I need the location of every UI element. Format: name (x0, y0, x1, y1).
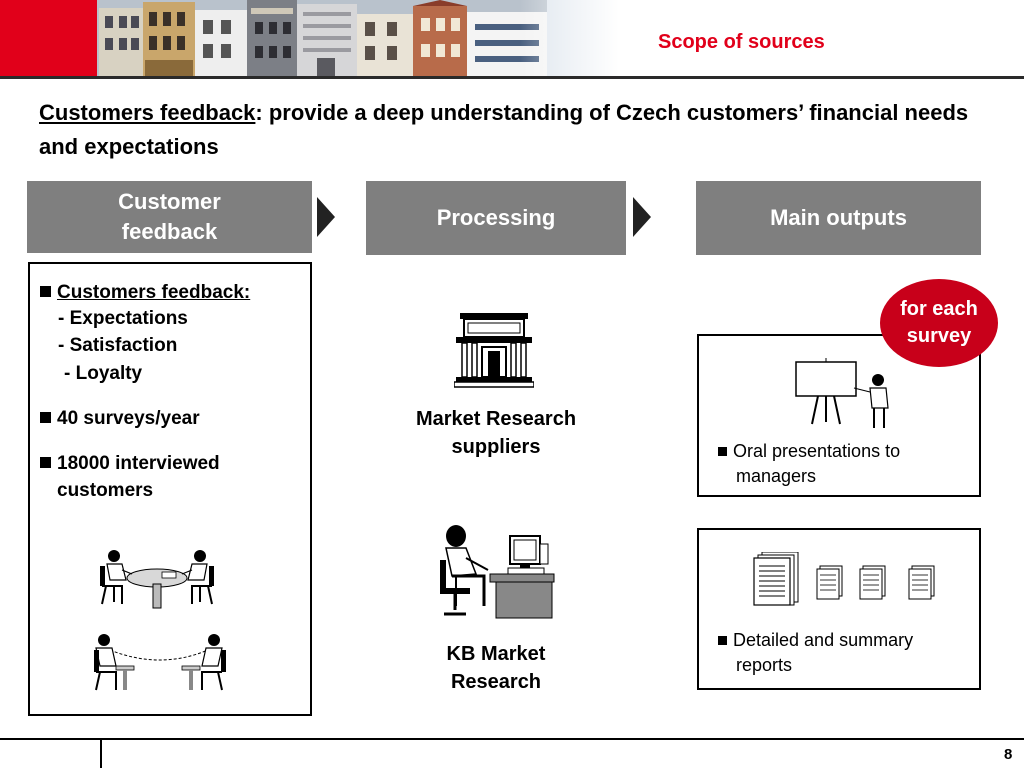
brand-red-block (0, 0, 97, 78)
building-icon (454, 313, 534, 388)
heading-underlined-term: Customers feedback (39, 100, 256, 125)
bullet-square-icon (40, 457, 51, 468)
output-oral-presentations-text: Oral presentations to managers (718, 439, 900, 489)
presentation-board-icon (795, 358, 889, 428)
footer-tick (100, 738, 102, 768)
output-reports-text: Detailed and summary reports (718, 628, 913, 678)
page-heading: Customers feedback: provide a deep under… (39, 96, 999, 164)
kb-market-research-caption: KB Market Research (446, 643, 546, 693)
bullet-square-icon (718, 636, 727, 645)
sub-item-satisfaction: - Satisfaction (58, 335, 178, 356)
meeting-round-table-icon (100, 550, 214, 609)
sub-item-expectations: - Expectations (58, 308, 188, 329)
market-research-suppliers-caption: Market Research suppliers (415, 408, 577, 458)
computer-worker-icon (440, 525, 555, 619)
column-header-label: Main outputs (770, 205, 907, 230)
header-bar: Scope of sources (0, 0, 1024, 79)
column-header-processing: Processing (366, 181, 626, 255)
column-header-customer-feedback: Customer feedback (27, 181, 312, 253)
bullet-surveys-per-year: 40 surveys/year (40, 405, 200, 432)
arrow-right-icon (317, 197, 335, 237)
customer-feedback-box (28, 262, 312, 716)
bullet-interviewed-customers: 18000 interviewed customers (40, 450, 220, 504)
column-header-label-line2: feedback (121, 219, 218, 244)
column-header-label-line1: Customer (118, 189, 221, 214)
column-header-main-outputs: Main outputs (696, 181, 981, 255)
sub-item-loyalty: - Loyalty (64, 363, 143, 384)
bullet-title: Customers feedback: (57, 282, 251, 303)
header-divider (0, 76, 1024, 79)
bullet-square-icon (40, 286, 51, 297)
section-title: Scope of sources (658, 31, 825, 53)
bullet-customers-feedback: Customers feedback: (40, 279, 250, 306)
bullet-square-icon (40, 412, 51, 423)
document-stack-icon (753, 552, 935, 606)
for-each-survey-badge: for each survey (880, 279, 998, 367)
bullet-square-icon (718, 447, 727, 456)
interview-icon (94, 634, 226, 691)
arrow-right-icon (633, 197, 651, 237)
page-number: 8 (1004, 746, 1013, 763)
column-header-label: Processing (436, 205, 556, 230)
footer-divider (0, 738, 1024, 740)
output-reports-box (697, 528, 981, 690)
heading-text: : provide a deep understanding of Czech … (39, 100, 969, 159)
